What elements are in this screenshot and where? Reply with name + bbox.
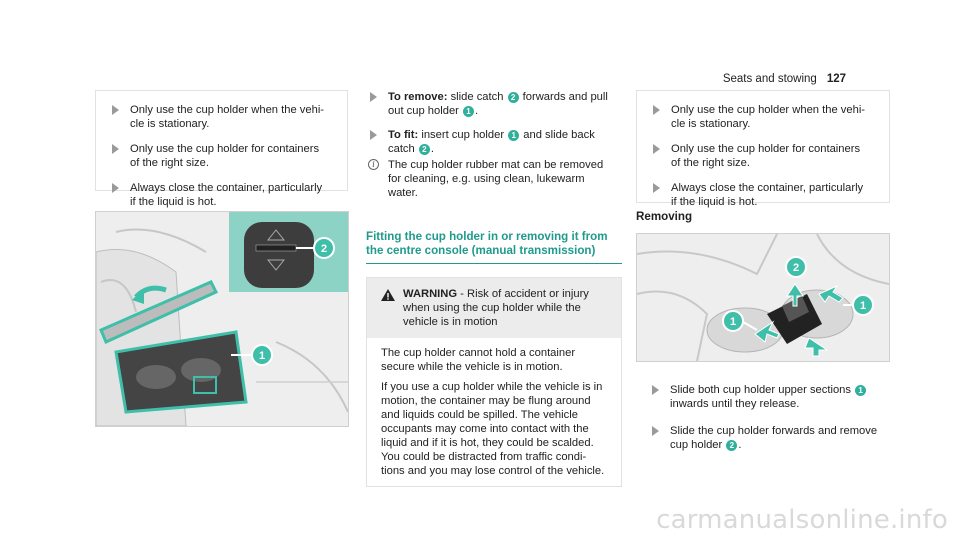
arrow-right-icon [370, 130, 377, 140]
footer-watermark: carmanualsonline.info [656, 505, 948, 533]
fit-text: and slide back catch [388, 129, 595, 155]
warning-paragraph: The cup holder cannot hold a container s… [381, 347, 576, 373]
page-header: Seats and stowing 127 [723, 72, 846, 86]
warning-box: WARNING - Risk of accident or injury whe… [366, 277, 622, 487]
callout-1: 1 [855, 385, 867, 396]
left-instructions-box: Only use the cup holder when the vehi- c… [95, 90, 348, 208]
warning-triangle-icon [381, 289, 395, 301]
callout-2: 2 [726, 440, 738, 451]
bullet-text: Only use the cup holder when the vehi- c… [130, 104, 325, 130]
bullet-text: Always close the container, particularly… [130, 182, 323, 208]
fit-text: insert cup holder [418, 129, 508, 141]
list-item: Only use the cup holder when the vehi- c… [637, 103, 889, 131]
step-text: Slide the cup holder forwards and remove… [670, 425, 878, 451]
removing-steps: Slide both cup holder upper sections 1 i… [636, 383, 890, 452]
step-text: inwards until they release. [670, 398, 800, 410]
step-text: Slide both cup holder upper sections [670, 384, 855, 396]
remove-label: To remove: [388, 91, 448, 103]
fit-label: To fit: [388, 129, 419, 141]
list-item: Only use the cup holder for containers o… [637, 142, 889, 170]
arrow-right-icon [653, 105, 660, 115]
removing-title: Removing [636, 210, 693, 223]
list-item: Only use the cup holder for containers o… [96, 142, 347, 170]
info-text: The cup holder rubber mat can be removed… [388, 159, 604, 199]
section-divider [366, 263, 622, 264]
warning-summary: - Risk of accident or injury when using … [403, 288, 589, 328]
callout-1: 1 [860, 300, 866, 312]
remove-step: To remove: slide catch 2 forwards and pu… [366, 90, 622, 118]
info-icon: i [368, 159, 379, 170]
cup-holder-catch-illustration: 1 2 [95, 211, 349, 427]
list-item: Slide the cup holder forwards and remove… [636, 424, 890, 452]
arrow-right-icon [652, 385, 659, 395]
warning-paragraph: If you use a cup holder while the vehicl… [381, 381, 605, 477]
info-note: i The cup holder rubber mat can be remov… [366, 158, 622, 200]
warning-label: WARNING [403, 288, 458, 300]
list-item: Always close the container, particularly… [96, 181, 347, 209]
callout-2: 2 [793, 262, 799, 274]
arrow-right-icon [653, 144, 660, 154]
warning-body: The cup holder cannot hold a container s… [367, 338, 621, 486]
callout-1: 1 [730, 316, 736, 328]
arrow-right-icon [112, 105, 119, 115]
list-item: Only use the cup holder when the vehi- c… [96, 103, 347, 131]
arrow-right-icon [112, 144, 119, 154]
bullet-text: Always close the container, particularly… [671, 182, 864, 208]
section-heading: Fitting the cup holder in or removing it… [366, 230, 622, 264]
bullet-text: Only use the cup holder for containers o… [671, 143, 861, 169]
arrow-right-icon [652, 426, 659, 436]
step-text: . [738, 439, 742, 451]
bullet-text: Only use the cup holder when the vehi- c… [671, 104, 866, 130]
page-number: 127 [826, 73, 846, 85]
fit-step: To fit: insert cup holder 1 and slide ba… [366, 128, 622, 156]
bullet-text: Only use the cup holder for containers o… [130, 143, 320, 169]
list-item: Always close the container, particularly… [637, 181, 889, 209]
remove-text: slide catch [447, 91, 507, 103]
header-section: Seats and stowing [722, 73, 817, 85]
callout-1: 1 [463, 106, 475, 117]
arrow-right-icon [370, 92, 377, 102]
warning-header: WARNING - Risk of accident or injury whe… [367, 278, 621, 338]
console-drawing-icon: 1 2 [96, 212, 348, 426]
callout-2: 2 [321, 243, 327, 255]
cup-holder-removal-illustration: 2 1 1 [636, 233, 890, 362]
section-title: Fitting the cup holder in or removing it… [366, 230, 608, 257]
cup-holder-drawing-icon: 2 1 1 [637, 234, 889, 361]
remove-text: forwards and pull out cup holder [388, 91, 608, 117]
middle-column: To remove: slide catch 2 forwards and pu… [366, 90, 622, 487]
right-instructions-box: Only use the cup holder when the vehi- c… [636, 90, 890, 208]
callout-2: 2 [507, 92, 519, 103]
callout-2: 2 [418, 144, 430, 155]
arrow-right-icon [653, 183, 660, 193]
list-item: Slide both cup holder upper sections 1 i… [636, 383, 890, 411]
callout-1: 1 [508, 130, 520, 141]
callout-1: 1 [259, 350, 265, 362]
arrow-right-icon [112, 183, 119, 193]
